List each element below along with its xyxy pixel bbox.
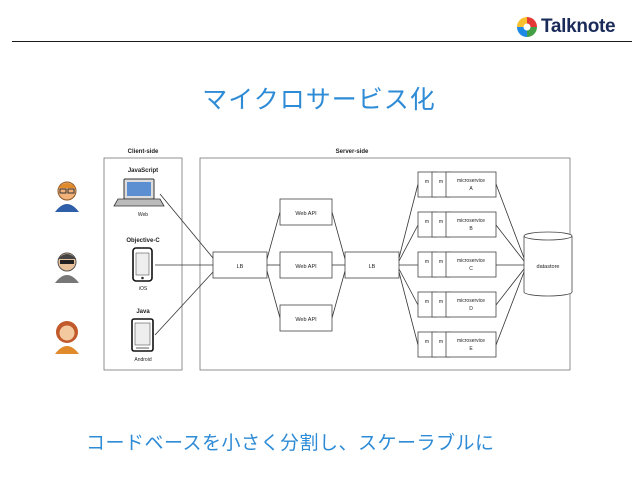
ios-device-label: iOS: [139, 286, 148, 292]
back-lb-label: LB: [369, 264, 376, 270]
laptop-icon: [113, 178, 165, 207]
microservice-id: C: [469, 266, 473, 272]
microservice-id: D: [469, 306, 473, 312]
microservice-name: microservice: [457, 338, 485, 344]
stack-marker: m: [425, 259, 429, 265]
user-woman-icon: [55, 321, 79, 354]
lb-to-webapi-connectors: [266, 211, 346, 319]
microservice-id: E: [469, 346, 473, 352]
web-api-label: Web API: [295, 211, 317, 217]
front-lb-label: LB: [237, 264, 244, 270]
microservice-stack-d: m m microservice D: [417, 291, 497, 318]
stack-marker: m: [439, 219, 443, 225]
stack-marker: m: [425, 219, 429, 225]
server-side-label: Server-side: [336, 149, 369, 155]
talknote-globe-icon: [517, 17, 537, 37]
back-load-balancer: [344, 251, 400, 279]
header-divider: [12, 41, 632, 42]
microservice-stack-b: m m microservice B: [417, 211, 497, 238]
user-sunglasses-icon: [55, 252, 79, 283]
microservice-name: microservice: [457, 258, 485, 264]
javascript-heading: JavaScript: [128, 168, 158, 174]
microservice-name: microservice: [457, 218, 485, 224]
stack-marker: m: [439, 179, 443, 185]
microservice-stack-c: m m microservice C: [417, 251, 497, 278]
iphone-icon: [132, 247, 153, 282]
microservice-id: A: [469, 186, 473, 192]
web-api-node: [279, 304, 333, 332]
lb-to-microservice-connectors: [398, 183, 419, 346]
front-load-balancer: [212, 251, 268, 279]
web-api-label: Web API: [295, 317, 317, 323]
slide-caption: コードベースを小さく分割し、スケーラブルに: [86, 432, 495, 454]
microservice-to-datastore-connectors: [495, 183, 525, 346]
microservice-id: B: [469, 226, 473, 232]
web-api-node: [279, 198, 333, 226]
talknote-logo: Talknote: [516, 14, 616, 40]
stack-marker: m: [425, 179, 429, 185]
web-device-label: Web: [138, 212, 148, 218]
microservice-name: microservice: [457, 178, 485, 184]
objective-c-heading: Objective-C: [126, 238, 160, 244]
web-api-label: Web API: [295, 264, 317, 270]
client-side-label: Client-side: [128, 149, 159, 155]
web-api-node: [279, 251, 333, 279]
stack-marker: m: [425, 339, 429, 345]
datastore-label: datastore: [537, 264, 560, 270]
client-to-lb-connectors: [154, 193, 214, 336]
stack-marker: m: [425, 299, 429, 305]
android-device-label: Android: [134, 357, 151, 363]
microservice-stack-a: m m microservice A: [417, 171, 497, 198]
datastore-cylinder: [523, 231, 573, 297]
android-phone-icon: [131, 318, 154, 352]
microservice-name: microservice: [457, 298, 485, 304]
logo-wordmark: Talknote: [541, 16, 616, 37]
stack-marker: m: [439, 339, 443, 345]
user-glasses-icon: [55, 181, 79, 212]
java-heading: Java: [136, 309, 150, 315]
microservice-stack-e: m m microservice E: [417, 331, 497, 358]
slide-title: マイクロサービス化: [202, 85, 436, 114]
stack-marker: m: [439, 259, 443, 265]
stack-marker: m: [439, 299, 443, 305]
